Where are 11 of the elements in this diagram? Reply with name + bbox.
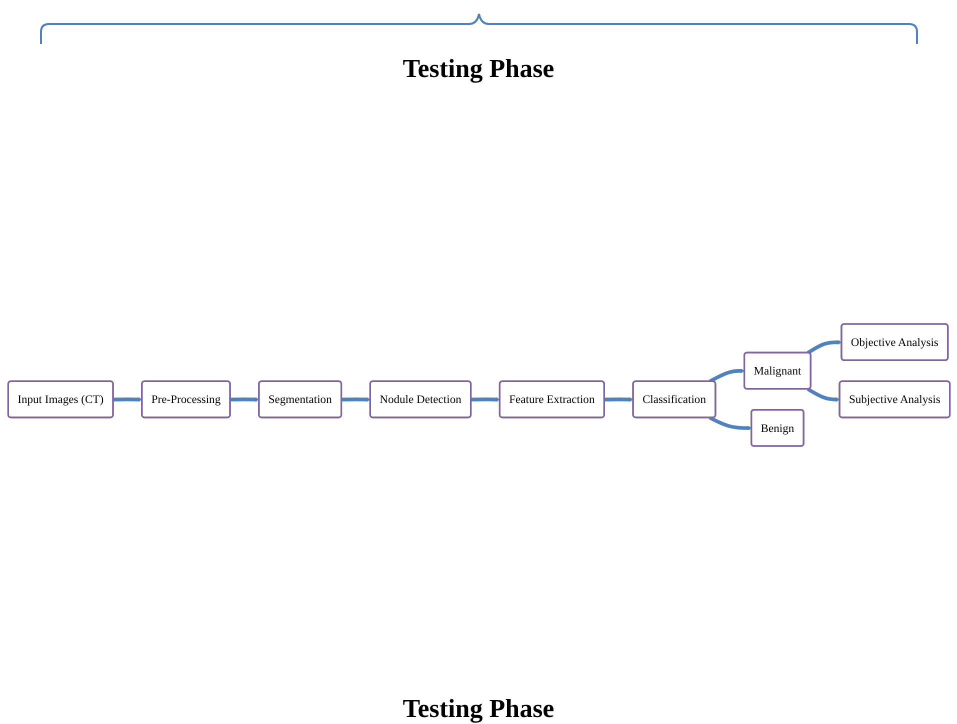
phase-label: Testing Phase — [402, 54, 554, 84]
arrow — [470, 397, 500, 402]
arrow — [806, 387, 840, 402]
arrow — [341, 397, 370, 402]
arrow — [806, 340, 842, 354]
arrow — [230, 397, 259, 402]
arrow — [112, 397, 142, 402]
arrow — [604, 397, 633, 402]
phase-label: Testing Phase — [402, 694, 554, 724]
arrow — [708, 368, 744, 384]
arrow — [708, 416, 752, 430]
